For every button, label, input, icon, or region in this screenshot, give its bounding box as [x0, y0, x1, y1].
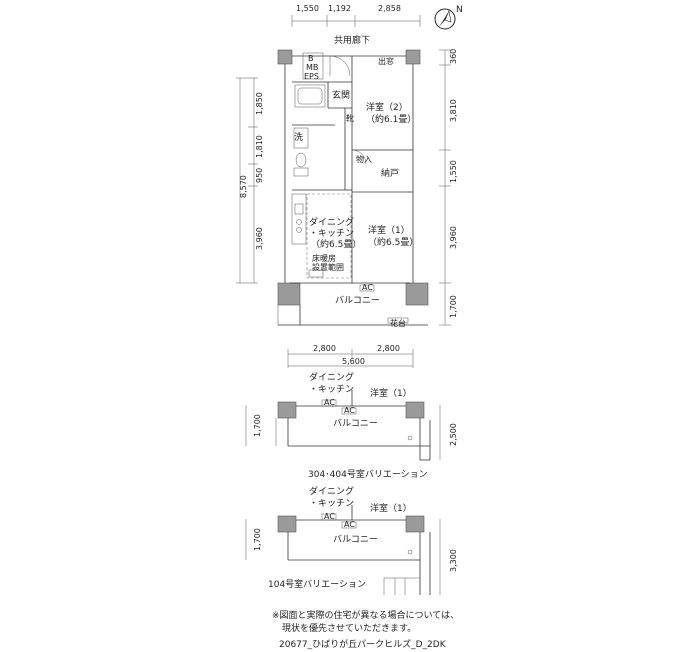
left-dimension-line: 1,850 1,810 950 3,960 8,570 [236, 77, 264, 284]
label-genkan: 玄関 [332, 89, 350, 101]
var2-dining-1: ダイニング [309, 485, 354, 497]
var2-ac: AC [324, 512, 335, 521]
disclaimer-line-1: ※図面と実際の住宅が異なる場合については、 [272, 611, 460, 621]
label-yoshitsu1-size: （約6.5畳） [368, 236, 418, 248]
var1-dining-2: ・キッチン [309, 384, 354, 395]
north-compass-icon: N [434, 5, 463, 30]
left-dim-3: 950 [255, 168, 264, 183]
left-dim-1: 1,850 [255, 92, 264, 115]
right-dim-4: 3,960 [449, 226, 458, 249]
label-monoire: 物入 [356, 154, 372, 164]
main-floor-plan [277, 49, 429, 326]
footer-code: 20677_ひばりが丘パークヒルズ_D_2DK [279, 640, 446, 650]
var1-title: 304･404号室バリエーション [308, 468, 428, 480]
label-yoshitsu2-size: （約6.1畳） [366, 113, 416, 125]
variation-104-plan [245, 505, 441, 595]
right-dim-3: 1,550 [449, 160, 458, 183]
bottom-dimension-line: 2,800 2,800 5,600 [287, 344, 414, 368]
bottom-dim-1: 2,800 [313, 344, 336, 353]
var1-balcony: バルコニー [333, 418, 378, 429]
var2-balcony: バルコニー [333, 534, 378, 545]
var1-dining-1: ダイニング [309, 371, 354, 383]
right-dim-2: 3,810 [449, 99, 458, 122]
label-floor-heat-2: 設置範囲 [312, 262, 344, 272]
var1-ac-2: AC [344, 406, 355, 415]
var1-yoshitsu: 洋室（1） [370, 387, 412, 399]
label-eps: EPS [304, 72, 319, 81]
left-dim-total: 8,570 [239, 175, 248, 198]
var2-dining-2: ・キッチン [309, 498, 354, 509]
label-yoshitsu2: 洋室（2） [366, 101, 408, 113]
var1-left-dim: 1,700 [253, 414, 262, 437]
top-dim-1: 1,550 [296, 4, 319, 13]
top-dimension-line: 1,550 1,192 2,858 [291, 4, 421, 27]
label-nando: 納戸 [381, 167, 399, 179]
corridor-label: 共用廊下 [334, 34, 370, 46]
label-yoshitsu1: 洋室（1） [368, 224, 410, 236]
label-kutsu: 靴 [346, 113, 354, 123]
label-b: B [308, 54, 314, 63]
var2-left-dim: 1,700 [253, 528, 262, 551]
var2-title: 104号室バリエーション [268, 578, 366, 590]
left-dim-4: 3,960 [255, 227, 264, 250]
bottom-dim-total: 5,600 [342, 357, 365, 366]
top-dim-2: 1,192 [328, 4, 351, 13]
var2-right-dim: 3,300 [449, 549, 458, 572]
label-sen: 洗 [294, 131, 303, 143]
top-dim-3: 2,858 [378, 4, 401, 13]
var2-ac-2: AC [344, 520, 355, 529]
bottom-dim-2: 2,800 [377, 344, 400, 353]
right-dim-1: 360 [449, 49, 458, 64]
compass-label: N [456, 5, 463, 15]
var1-right-dim: 2,500 [449, 423, 458, 446]
right-dim-5: 1,700 [449, 295, 458, 318]
disclaimer-line-2: 現状を優先させていただきます。 [282, 624, 417, 634]
right-dimension-line: 360 3,810 1,550 3,960 1,700 [439, 49, 458, 326]
label-balcony: バルコニー [335, 295, 380, 306]
label-dining-2: ・キッチン [309, 228, 354, 239]
var1-ac: AC [324, 398, 335, 407]
label-floor-heat-1: 床暖房 [312, 253, 336, 263]
label-dining-1: ダイニング [309, 216, 354, 228]
label-dai: 花台 [390, 318, 406, 328]
variation-304-404-plan [245, 390, 441, 461]
left-dim-2: 1,810 [255, 135, 264, 158]
label-dining-size: （約6.5畳） [311, 238, 361, 250]
label-demado: 出窓 [378, 56, 394, 66]
var2-yoshitsu: 洋室（1） [370, 502, 412, 514]
label-ac: AC [362, 283, 373, 292]
label-mb: MB [306, 63, 318, 72]
